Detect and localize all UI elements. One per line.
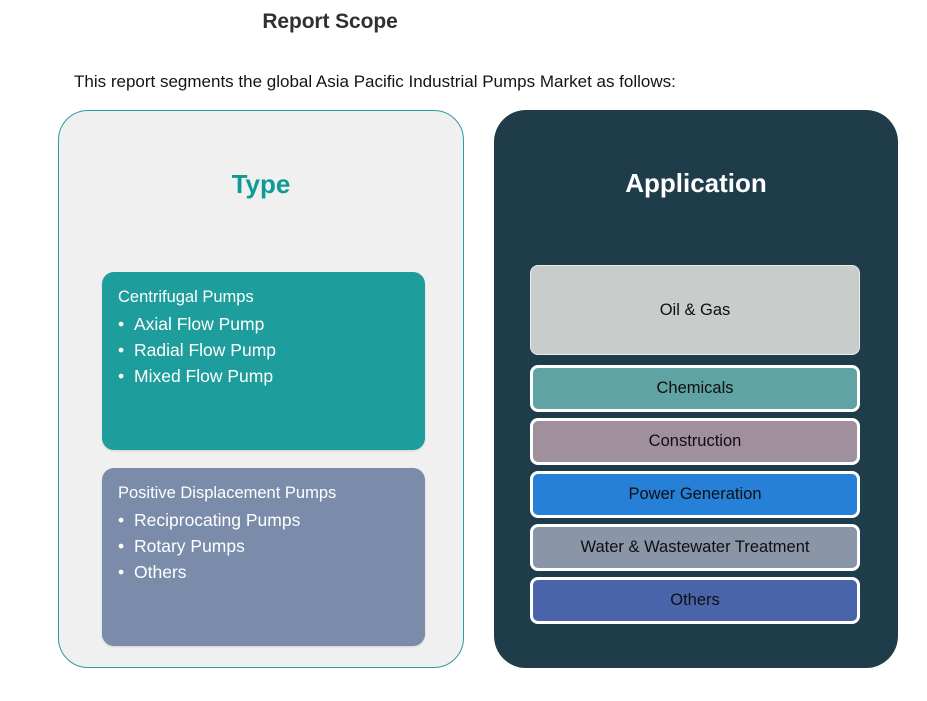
- application-item-power-generation[interactable]: Power Generation: [530, 471, 860, 518]
- type-card-list: Reciprocating Pumps Rotary Pumps Others: [118, 508, 409, 586]
- type-panel: Type Centrifugal Pumps Axial Flow Pump R…: [58, 110, 464, 668]
- application-panel: Application Oil & Gas Chemicals Construc…: [494, 110, 898, 668]
- list-item: Rotary Pumps: [118, 534, 409, 560]
- application-item-construction[interactable]: Construction: [530, 418, 860, 465]
- application-item-chemicals[interactable]: Chemicals: [530, 365, 860, 412]
- list-item: Axial Flow Pump: [118, 312, 409, 338]
- application-panel-heading: Application: [625, 168, 767, 198]
- application-item-oil-and-gas[interactable]: Oil & Gas: [530, 265, 860, 355]
- page-subtitle: This report segments the global Asia Pac…: [74, 72, 676, 91]
- type-card-title: Positive Displacement Pumps: [118, 484, 337, 502]
- type-card-positive-displacement-pumps[interactable]: Positive Displacement Pumps Reciprocatin…: [102, 468, 425, 646]
- type-card-list: Axial Flow Pump Radial Flow Pump Mixed F…: [118, 312, 409, 390]
- type-card-centrifugal-pumps[interactable]: Centrifugal Pumps Axial Flow Pump Radial…: [102, 272, 425, 450]
- application-item-water-wastewater-treatment[interactable]: Water & Wastewater Treatment: [530, 524, 860, 571]
- list-item: Reciprocating Pumps: [118, 508, 409, 534]
- application-item-others[interactable]: Others: [530, 577, 860, 624]
- page-title: Report Scope: [262, 10, 398, 33]
- type-panel-heading: Type: [231, 169, 291, 199]
- list-item: Mixed Flow Pump: [118, 364, 409, 390]
- list-item: Others: [118, 560, 409, 586]
- application-list: Oil & Gas Chemicals Construction Power G…: [530, 265, 860, 630]
- list-item: Radial Flow Pump: [118, 338, 409, 364]
- type-card-title: Centrifugal Pumps: [118, 288, 254, 306]
